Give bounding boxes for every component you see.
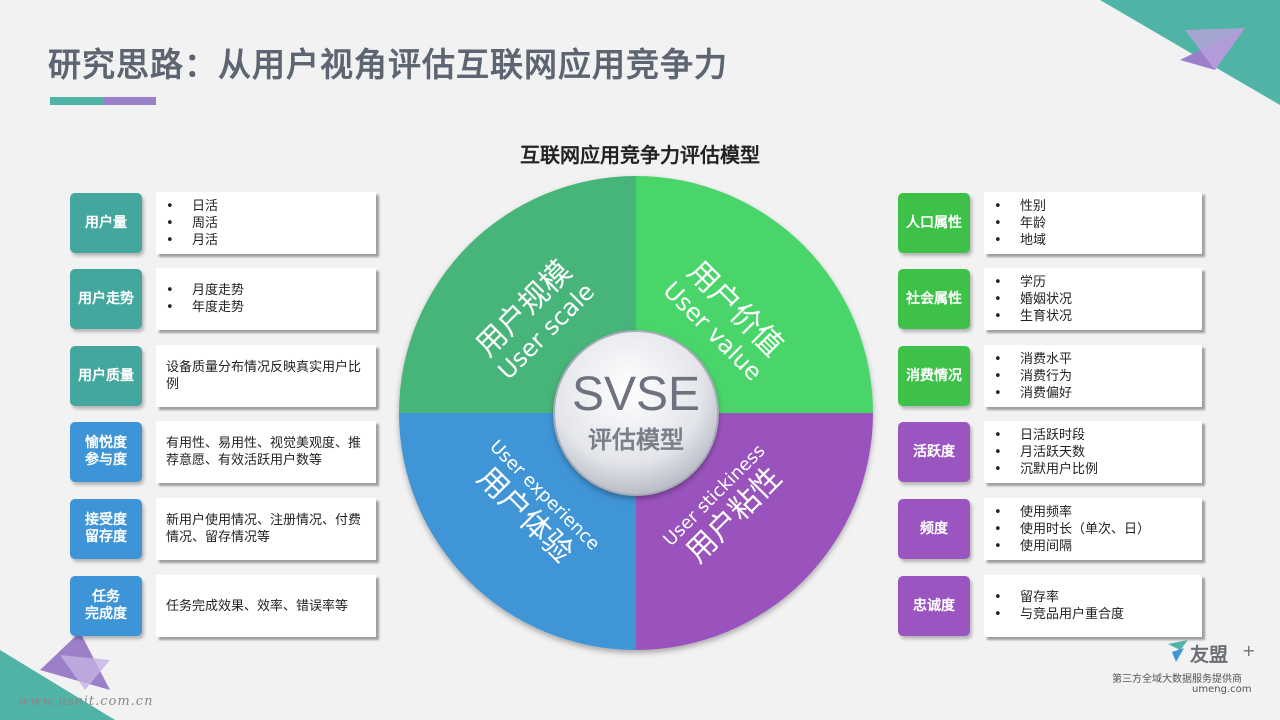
right-detail-box-5: 使用频率使用时长（单次、日）使用间隔 xyxy=(984,498,1202,560)
bullet-item: 日活 xyxy=(166,198,218,215)
bullet-item: 消费行为 xyxy=(994,368,1072,385)
bullet-list: 日活跃时段月活跃天数沉默用户比例 xyxy=(984,427,1098,478)
detail-text: 新用户使用情况、注册情况、付费情况、留存情况等 xyxy=(166,513,362,545)
quadrant-user-stickiness xyxy=(636,413,873,650)
bullet-item: 使用时长（单次、日） xyxy=(994,521,1150,538)
bullet-list: 学历婚姻状况生育状况 xyxy=(984,274,1072,325)
logo-tagline: 第三方全域大数据服务提供商 xyxy=(1112,674,1242,685)
left-tag-label: 任务 完成度 xyxy=(85,589,127,622)
left-tag-6: 任务 完成度 xyxy=(70,576,142,636)
bullet-item: 使用频率 xyxy=(994,504,1150,521)
quadrant-user-scale xyxy=(399,176,636,413)
bullet-item: 性别 xyxy=(994,198,1046,215)
bullet-list: 月度走势年度走势 xyxy=(156,282,244,316)
bullet-list: 留存率与竞品用户重合度 xyxy=(984,589,1124,623)
left-detail-box-6: 任务完成效果、效率、错误率等 xyxy=(156,575,376,637)
left-tag-5: 接受度 留存度 xyxy=(70,499,142,559)
page-title: 研究思路：从用户视角评估互联网应用竞争力 xyxy=(48,45,728,84)
umeng-logo-icon xyxy=(1168,640,1188,662)
right-detail-box-6: 留存率与竞品用户重合度 xyxy=(984,575,1202,637)
bullet-list: 消费水平消费行为消费偏好 xyxy=(984,351,1072,402)
bullet-item: 周活 xyxy=(166,215,218,232)
right-tag-6: 忠诚度 xyxy=(898,576,970,636)
right-detail-box-3: 消费水平消费行为消费偏好 xyxy=(984,345,1202,407)
bullet-item: 月活跃天数 xyxy=(994,444,1098,461)
bullet-item: 年龄 xyxy=(994,215,1046,232)
diagram-title: 互联网应用竞争力评估模型 xyxy=(520,143,760,167)
logo-url: umeng.com xyxy=(1192,684,1252,695)
right-tag-3: 消费情况 xyxy=(898,346,970,406)
title-underline-teal xyxy=(50,97,104,105)
right-tag-label: 消费情况 xyxy=(906,367,962,384)
left-tag-4: 愉悦度 参与度 xyxy=(70,422,142,482)
left-tag-label: 用户质量 xyxy=(78,367,134,384)
right-detail-box-1: 性别年龄地域 xyxy=(984,192,1202,254)
watermark: www.useit.com.cn xyxy=(18,694,154,709)
right-tag-1: 人口属性 xyxy=(898,193,970,253)
detail-text: 设备质量分布情况反映真实用户比例 xyxy=(166,360,362,392)
left-tag-label: 接受度 留存度 xyxy=(85,512,127,545)
bullet-item: 年度走势 xyxy=(166,299,244,316)
quadrant-user-experience xyxy=(399,413,636,650)
title-underline-purple xyxy=(104,97,156,105)
center-label: 评估模型 xyxy=(588,426,684,454)
center-hub xyxy=(553,330,719,496)
left-tag-2: 用户走势 xyxy=(70,269,142,329)
bullet-item: 地域 xyxy=(994,232,1046,249)
left-tag-label: 用户量 xyxy=(85,214,127,231)
right-tag-4: 活跃度 xyxy=(898,422,970,482)
right-detail-box-2: 学历婚姻状况生育状况 xyxy=(984,268,1202,330)
center-acronym: SVSE xyxy=(572,368,700,421)
bullet-item: 月度走势 xyxy=(166,282,244,299)
bullet-item: 生育状况 xyxy=(994,308,1072,325)
left-tag-label: 用户走势 xyxy=(78,290,134,307)
right-tag-label: 活跃度 xyxy=(913,443,955,460)
right-tag-2: 社会属性 xyxy=(898,269,970,329)
left-tag-1: 用户量 xyxy=(70,193,142,253)
bullet-item: 使用间隔 xyxy=(994,538,1150,555)
bullet-item: 与竞品用户重合度 xyxy=(994,606,1124,623)
bullet-item: 留存率 xyxy=(994,589,1124,606)
bullet-list: 日活周活月活 xyxy=(156,198,218,249)
right-tag-5: 频度 xyxy=(898,499,970,559)
right-tag-label: 忠诚度 xyxy=(913,597,955,614)
right-tag-label: 人口属性 xyxy=(906,214,962,231)
logo-name: 友盟 xyxy=(1190,644,1229,666)
right-tag-label: 社会属性 xyxy=(906,290,962,307)
left-detail-box-3: 设备质量分布情况反映真实用户比例 xyxy=(156,345,376,407)
right-tag-label: 频度 xyxy=(920,520,948,537)
left-tag-3: 用户质量 xyxy=(70,346,142,406)
left-tag-label: 愉悦度 参与度 xyxy=(85,435,127,468)
bullet-item: 婚姻状况 xyxy=(994,291,1072,308)
detail-text: 任务完成效果、效率、错误率等 xyxy=(166,598,349,614)
quadrant-user-value xyxy=(636,176,873,413)
logo-plus: + xyxy=(1242,641,1256,660)
bullet-item: 日活跃时段 xyxy=(994,427,1098,444)
bullet-item: 学历 xyxy=(994,274,1072,291)
bullet-list: 使用频率使用时长（单次、日）使用间隔 xyxy=(984,504,1150,555)
detail-text: 有用性、易用性、视觉美观度、推荐意愿、有效活跃用户数等 xyxy=(166,436,362,468)
left-detail-box-1: 日活周活月活 xyxy=(156,192,376,254)
left-detail-box-2: 月度走势年度走势 xyxy=(156,268,376,330)
bullet-item: 消费偏好 xyxy=(994,385,1072,402)
bullet-item: 沉默用户比例 xyxy=(994,461,1098,478)
bullet-item: 消费水平 xyxy=(994,351,1072,368)
right-detail-box-4: 日活跃时段月活跃天数沉默用户比例 xyxy=(984,421,1202,483)
bullet-list: 性别年龄地域 xyxy=(984,198,1046,249)
bullet-item: 月活 xyxy=(166,232,218,249)
left-detail-box-5: 新用户使用情况、注册情况、付费情况、留存情况等 xyxy=(156,498,376,560)
left-detail-box-4: 有用性、易用性、视觉美观度、推荐意愿、有效活跃用户数等 xyxy=(156,421,376,483)
